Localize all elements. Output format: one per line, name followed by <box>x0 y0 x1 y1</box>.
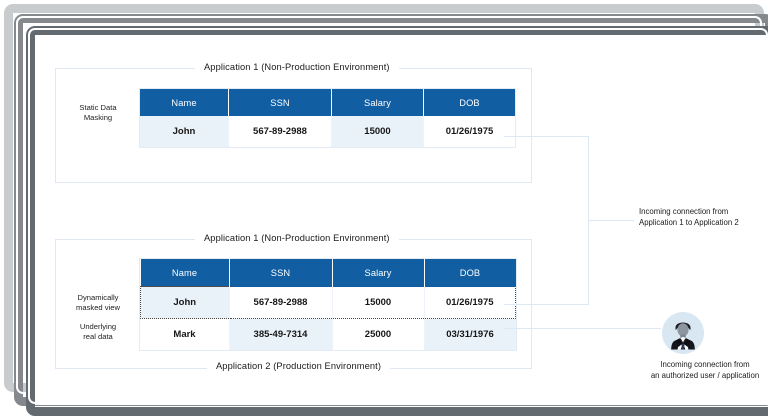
cell-salary: 25000 <box>332 318 425 350</box>
column-header-ssn: SSN <box>228 89 332 116</box>
cell-name: John <box>140 286 230 319</box>
connector-user <box>504 328 661 329</box>
table-row-real: Mark 385-49-7314 25000 03/31/1976 <box>140 318 516 350</box>
cell-salary: 15000 <box>331 116 424 147</box>
column-header-dob: DOB <box>424 259 516 287</box>
cell-ssn: 385-49-7314 <box>229 318 333 350</box>
column-header-name: Name <box>140 89 229 116</box>
column-header-ssn: SSN <box>229 259 333 287</box>
cell-name: Mark <box>140 318 230 350</box>
cell-dob: 01/26/1975 <box>423 116 515 147</box>
diagram-canvas: Application 1 (Non-Production Environmen… <box>35 35 768 405</box>
connector-table2-row <box>504 304 589 305</box>
table-header-row: Name SSN Salary DOB <box>140 259 516 287</box>
group-title-application1-bottom: Application 1 (Non-Production Environmen… <box>195 233 399 243</box>
diagram-stage: Application 1 (Non-Production Environmen… <box>4 4 768 416</box>
cell-name: John <box>140 116 229 147</box>
static-masking-table: Name SSN Salary DOB John 567-89-2988 150… <box>140 89 515 147</box>
group-title-application1-top: Application 1 (Non-Production Environmen… <box>195 62 399 72</box>
cell-ssn: 567-89-2988 <box>229 286 333 319</box>
business-person-avatar-icon <box>662 312 704 354</box>
group-title-application2: Application 2 (Production Environment) <box>207 361 391 371</box>
connector-annotation-stub <box>588 220 634 221</box>
cell-ssn: 567-89-2988 <box>228 116 332 147</box>
table-header-row: Name SSN Salary DOB <box>140 89 515 116</box>
cell-dob: 01/26/1975 <box>424 286 516 319</box>
dynamic-masking-table: Name SSN Salary DOB John 567-89-2988 150… <box>140 259 516 350</box>
column-header-name: Name <box>140 259 230 287</box>
connector-table1-row <box>504 136 589 137</box>
column-header-salary: Salary <box>332 259 425 287</box>
table-row: John 567-89-2988 15000 01/26/1975 <box>140 116 515 147</box>
table-row-masked: John 567-89-2988 15000 01/26/1975 <box>140 286 516 319</box>
cell-salary: 15000 <box>332 286 425 319</box>
column-header-dob: DOB <box>423 89 515 116</box>
cell-dob: 03/31/1976 <box>424 318 516 350</box>
column-header-salary: Salary <box>331 89 424 116</box>
